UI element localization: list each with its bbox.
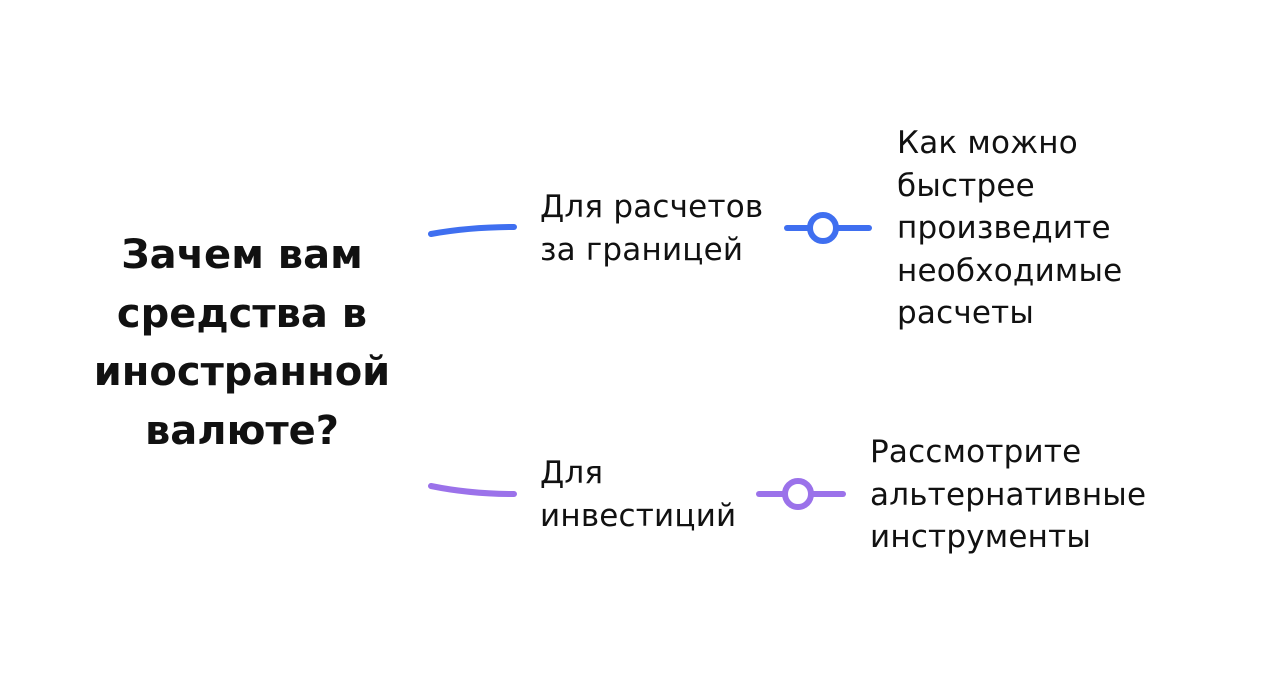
advice-line: необходимые bbox=[897, 252, 1123, 289]
reason-line: Для bbox=[540, 455, 604, 491]
advice-line: Рассмотрите bbox=[870, 434, 1082, 470]
central-question: Зачем вам средства в иностранной валюте? bbox=[62, 226, 422, 460]
reason-line: Для расчетов bbox=[540, 189, 764, 225]
question-line: иностранной bbox=[93, 349, 391, 395]
reason-line: инвестиций bbox=[540, 497, 737, 534]
node-circle-invest bbox=[782, 478, 814, 510]
advice-line: Как можно bbox=[897, 125, 1078, 161]
advice-line: расчеты bbox=[897, 295, 1035, 331]
advice-invest: Рассмотрите альтернативные инструменты bbox=[870, 431, 1146, 559]
reason-invest: Для инвестиций bbox=[540, 452, 736, 537]
question-line: Зачем вам bbox=[121, 232, 363, 278]
advice-line: быстрее bbox=[897, 167, 1035, 204]
reason-abroad: Для расчетов за границей bbox=[540, 186, 763, 271]
branch-line-invest bbox=[428, 483, 517, 497]
advice-line: альтернативные bbox=[870, 476, 1147, 513]
reason-line: за границей bbox=[540, 231, 744, 268]
question-line: валюте? bbox=[144, 407, 339, 454]
question-line: средства в bbox=[116, 290, 368, 337]
advice-line: произведите bbox=[897, 210, 1111, 246]
branch-line-abroad bbox=[428, 224, 517, 237]
advice-abroad: Как можно быстрее произведите необходимы… bbox=[897, 122, 1122, 335]
advice-line: инструменты bbox=[870, 519, 1092, 555]
node-circle-abroad bbox=[807, 212, 839, 244]
